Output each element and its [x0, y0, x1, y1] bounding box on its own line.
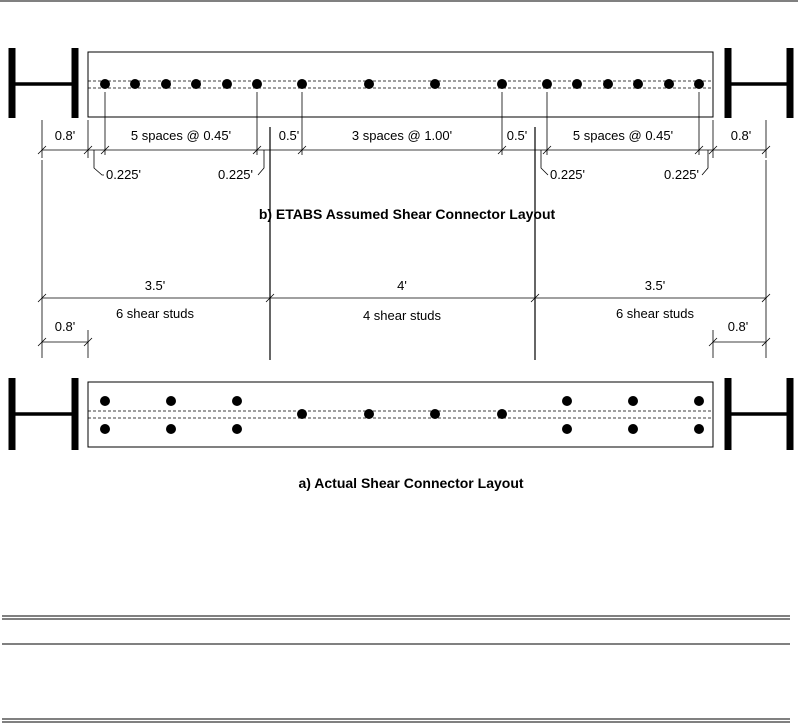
stud	[364, 79, 374, 89]
dim-offset-lr: 0.225'	[218, 167, 253, 182]
dim-group-right: 5 spaces @ 0.45'	[573, 128, 673, 143]
stud	[430, 79, 440, 89]
dim-gap-right: 0.5'	[507, 128, 528, 143]
stud	[694, 424, 704, 434]
caption-etabs-layout: b) ETABS Assumed Shear Connector Layout	[259, 206, 556, 222]
left-girder-bottom	[8, 378, 79, 450]
stud	[252, 79, 262, 89]
stud	[497, 79, 507, 89]
etabs-slab-outline	[87, 51, 714, 118]
stud	[497, 409, 507, 419]
dim-gap-left: 0.5'	[279, 128, 300, 143]
stud	[232, 424, 242, 434]
stud	[694, 79, 704, 89]
stud	[232, 396, 242, 406]
stud	[603, 79, 613, 89]
segment-mid-length: 4'	[397, 278, 407, 293]
stud	[628, 396, 638, 406]
stud	[562, 424, 572, 434]
stud	[191, 79, 201, 89]
stud	[694, 396, 704, 406]
dim-group-mid: 3 spaces @ 1.00'	[352, 128, 452, 143]
stud	[100, 396, 110, 406]
segment-right-studs: 6 shear studs	[616, 306, 695, 321]
stud	[364, 409, 374, 419]
stud	[100, 424, 110, 434]
etabs-dimension-row-1: 0.8' 5 spaces @ 0.45' 0.5' 3 spaces @ 1.…	[37, 92, 771, 158]
segment-right-length: 3.5'	[645, 278, 666, 293]
actual-slab-outline	[87, 381, 714, 448]
caption-actual-layout: a) Actual Shear Connector Layout	[298, 475, 523, 491]
stud	[166, 424, 176, 434]
left-girder-top	[8, 48, 79, 118]
dim-end-right: 0.8'	[731, 128, 752, 143]
stud	[633, 79, 643, 89]
dim-offset-ll: 0.225'	[106, 167, 141, 182]
stud	[100, 79, 110, 89]
actual-studs	[100, 396, 704, 434]
etabs-studs	[100, 79, 704, 89]
end-distance-left: 0.8'	[55, 319, 76, 334]
segment-left-studs: 6 shear studs	[116, 306, 195, 321]
end-distance-dimensions: 0.8' 0.8'	[37, 319, 771, 358]
dim-group-left: 5 spaces @ 0.45'	[131, 128, 231, 143]
stud	[542, 79, 552, 89]
dim-offset-rr: 0.225'	[664, 167, 699, 182]
stud	[166, 396, 176, 406]
stud	[161, 79, 171, 89]
stud	[130, 79, 140, 89]
etabs-beam	[8, 48, 794, 118]
segment-left-length: 3.5'	[145, 278, 166, 293]
stud	[297, 409, 307, 419]
right-girder-bottom	[724, 378, 794, 450]
stud	[222, 79, 232, 89]
stud	[562, 396, 572, 406]
stud	[430, 409, 440, 419]
stud	[628, 424, 638, 434]
end-distance-right: 0.8'	[728, 319, 749, 334]
stud	[572, 79, 582, 89]
segment-mid-studs: 4 shear studs	[363, 308, 442, 323]
dim-end-left: 0.8'	[55, 128, 76, 143]
right-girder-top	[724, 48, 794, 118]
stud	[664, 79, 674, 89]
etabs-dimension-row-2: 0.225' 0.225' 0.225' 0.225'	[93, 150, 709, 182]
segment-dimensions: 3.5' 4' 3.5' 6 shear studs 4 shear studs…	[37, 278, 771, 323]
stud	[297, 79, 307, 89]
actual-beam	[8, 378, 794, 450]
dim-offset-rl: 0.225'	[550, 167, 585, 182]
